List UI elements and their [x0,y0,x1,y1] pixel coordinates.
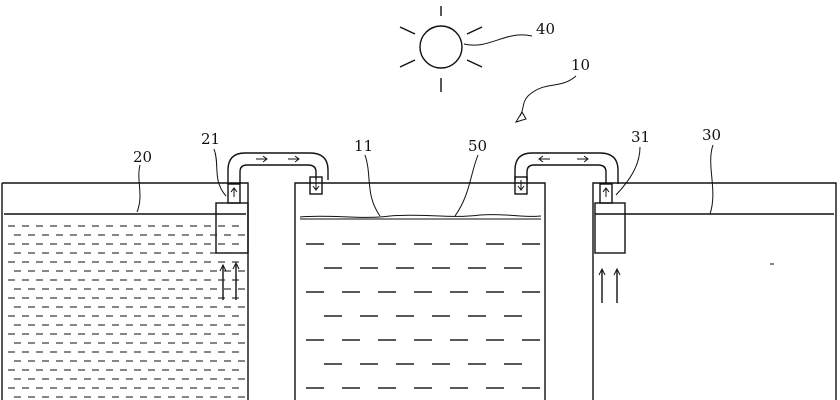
ground-outline [1,182,837,400]
leader-lines [136,34,714,217]
sun-icon [399,6,483,92]
label-sun: 40 [536,20,555,38]
label-freshwater-pump: 31 [631,128,650,146]
label-seawater-pump: 21 [201,130,220,148]
label-freshwater-pool: 30 [702,126,721,144]
freshwater-body [595,213,834,265]
label-seawater-pool: 20 [133,148,152,166]
label-system: 10 [571,56,590,74]
seawater-body [4,213,246,398]
freshwater-pump [594,183,626,303]
seawater-pump [215,183,249,300]
evaporation-water-body [299,214,542,389]
seawater-pipe [227,152,329,195]
label-water-surface: 50 [468,137,487,155]
freshwater-pipe [514,152,619,195]
label-evaporation-pool: 11 [354,137,373,155]
